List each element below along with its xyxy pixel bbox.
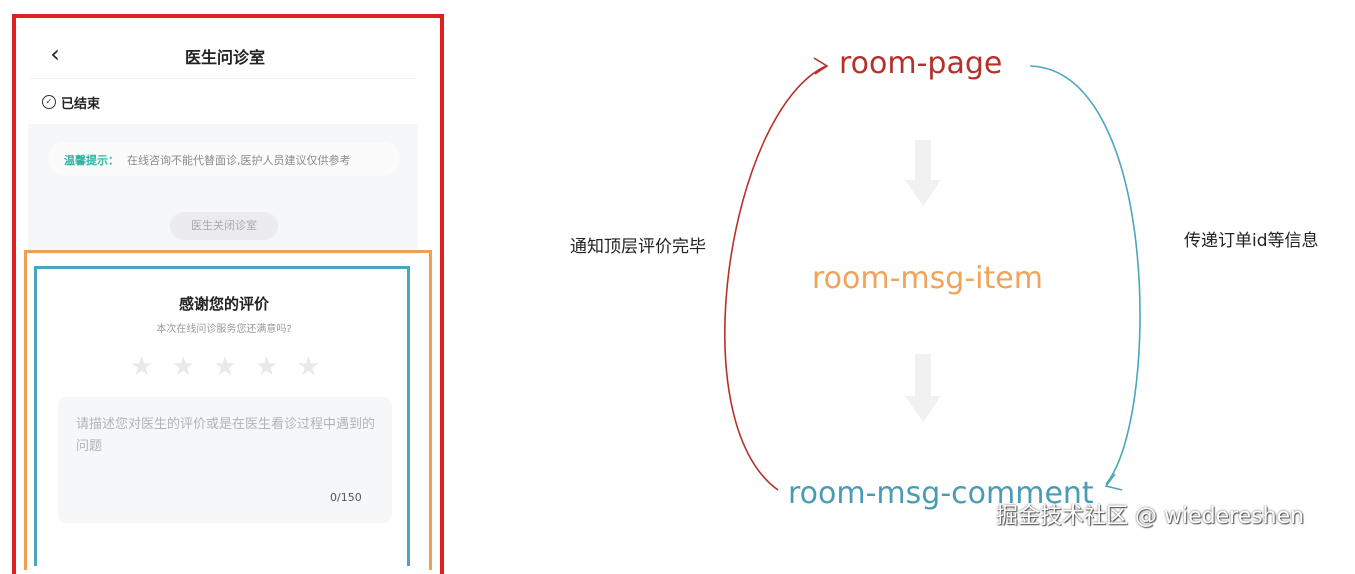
notify-curve [724, 65, 827, 491]
room-msg-item-outline [24, 250, 432, 570]
room-msg-comment-outline [34, 266, 410, 566]
star-icon[interactable]: ★ [255, 352, 279, 382]
notify-arrowhead [813, 57, 829, 75]
comment-counter: 0/150 [330, 491, 362, 504]
comment-placeholder: 请描述您对医生的评价或是在医生看诊过程中遇到的问题 [76, 417, 376, 454]
star-rating[interactable]: ★ ★ ★ ★ ★ [130, 354, 320, 380]
evaluation-title: 感谢您的评价 [178, 295, 269, 313]
pass-label: 传递订单id等信息 [1184, 231, 1319, 251]
comment-input[interactable] [58, 397, 392, 523]
down-arrow-2 [905, 354, 941, 422]
back-icon[interactable]: ‹ [50, 40, 60, 68]
tip-text: 在线咨询不能代替面诊,医护人员建议仅供参考 [127, 154, 351, 167]
room-closed-notice: 医生关闭诊室 [170, 212, 278, 240]
tip-banner [48, 142, 400, 176]
node-room-msg-item: room-msg-item [812, 261, 1043, 296]
check-circle-icon: ✓ [42, 95, 56, 109]
star-icon[interactable]: ★ [171, 352, 195, 382]
star-icon[interactable]: ★ [213, 352, 237, 382]
nav-divider [30, 78, 416, 79]
star-icon[interactable]: ★ [130, 352, 154, 382]
star-icon[interactable]: ★ [296, 352, 320, 382]
evaluation-subtitle: 本次在线问诊服务您还满意吗? [156, 324, 292, 335]
down-arrow-1 [905, 140, 941, 206]
pass-curve [1029, 65, 1141, 485]
node-room-msg-comment: room-msg-comment [788, 476, 1094, 511]
notify-label: 通知顶层评价完毕 [570, 237, 706, 257]
pass-arrowhead [1104, 473, 1123, 491]
tip-label: 温馨提示： [64, 154, 119, 167]
page-title: 医生问诊室 [184, 48, 265, 67]
diagram-connectors [724, 57, 1141, 491]
status-text: 已结束 [61, 97, 101, 112]
watermark: 掘金技术社区 @ wiedereshen [996, 504, 1305, 529]
node-room-page: room-page [839, 46, 1003, 81]
room-page-outline [12, 14, 444, 574]
